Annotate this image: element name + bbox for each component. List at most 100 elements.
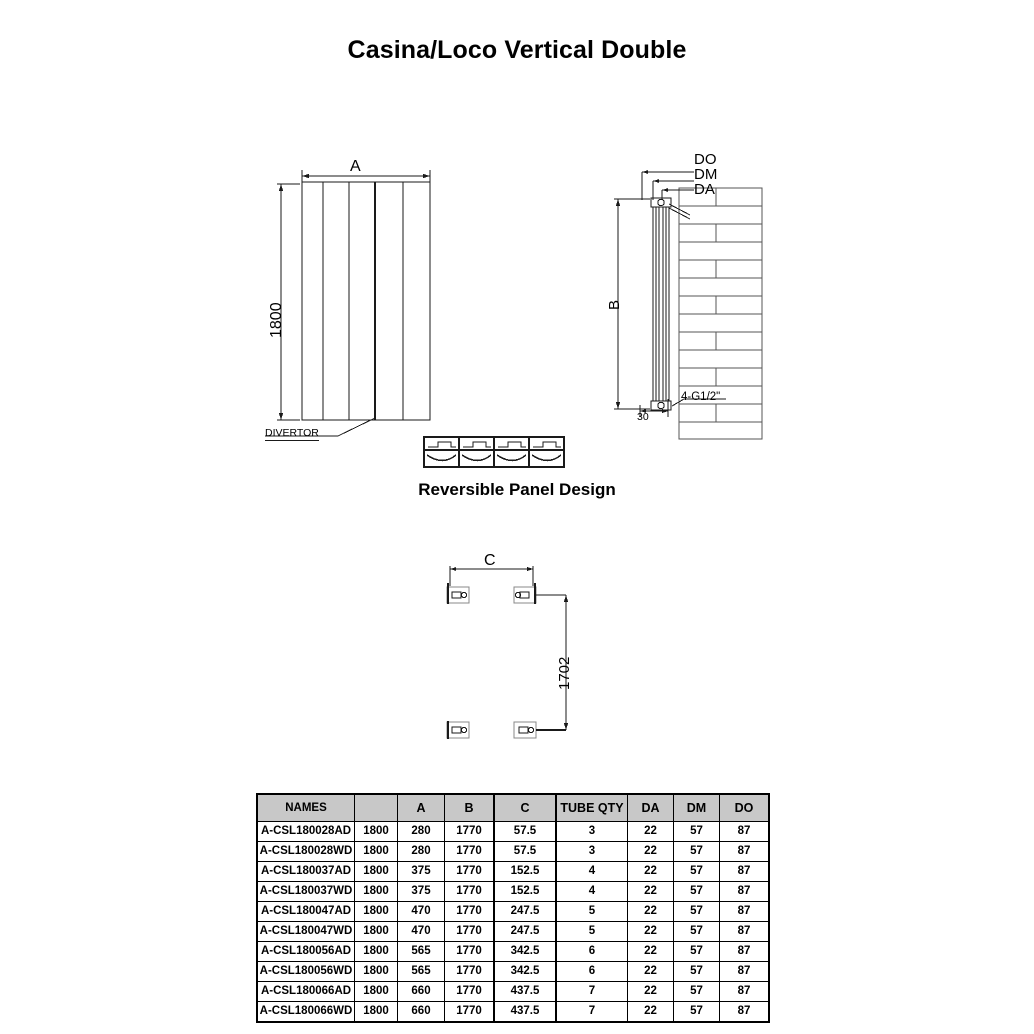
row-da: 22 — [627, 941, 674, 962]
table-header-da: DA — [627, 793, 674, 822]
row-b: 1770 — [444, 1001, 495, 1023]
row-a: 375 — [397, 881, 445, 902]
row-do: 87 — [719, 841, 770, 862]
row-b: 1770 — [444, 841, 495, 862]
row-tube-qty: 6 — [555, 961, 628, 982]
row-name: A-CSL180028AD — [256, 821, 355, 842]
row-da: 22 — [627, 921, 674, 942]
row-c: 437.5 — [493, 1001, 557, 1023]
row-b: 1770 — [444, 821, 495, 842]
row-dm: 57 — [673, 821, 720, 842]
row-tube-qty: 3 — [555, 821, 628, 842]
row-height: 1800 — [354, 901, 398, 922]
row-tube-qty: 5 — [555, 901, 628, 922]
row-tube-qty: 5 — [555, 921, 628, 942]
row-name: A-CSL180028WD — [256, 841, 355, 862]
row-name: A-CSL180066WD — [256, 1001, 355, 1023]
front-view-width-dimension — [301, 170, 431, 186]
row-name: A-CSL180037AD — [256, 861, 355, 882]
row-height: 1800 — [354, 941, 398, 962]
row-a: 375 — [397, 861, 445, 882]
row-dm: 57 — [673, 881, 720, 902]
connection-spec-label: 4-G1/2" — [681, 391, 721, 403]
reversible-panel-design-caption: Reversible Panel Design — [418, 480, 616, 499]
row-a: 660 — [397, 1001, 445, 1023]
row-c: 247.5 — [493, 921, 557, 942]
row-b: 1770 — [444, 921, 495, 942]
row-da: 22 — [627, 1001, 674, 1023]
front-view-height-label: 1800 — [268, 302, 285, 338]
row-da: 22 — [627, 861, 674, 882]
row-c: 437.5 — [493, 981, 557, 1002]
row-c: 57.5 — [493, 821, 557, 842]
table-header-do: DO — [719, 793, 770, 822]
table-header-tube-qty: TUBE QTY — [555, 793, 628, 822]
row-dm: 57 — [673, 841, 720, 862]
row-a: 565 — [397, 941, 445, 962]
row-height: 1800 — [354, 841, 398, 862]
divertor-label: DIVERTOR — [265, 427, 319, 441]
row-c: 342.5 — [493, 941, 557, 962]
row-do: 87 — [719, 861, 770, 882]
side-view-depth-dimensions — [641, 170, 694, 220]
row-b: 1770 — [444, 961, 495, 982]
row-c: 152.5 — [493, 881, 557, 902]
row-c: 57.5 — [493, 841, 557, 862]
side-view-dm-label: DM — [694, 166, 718, 183]
row-dm: 57 — [673, 1001, 720, 1023]
row-dm: 57 — [673, 981, 720, 1002]
row-name: A-CSL180047WD — [256, 921, 355, 942]
row-name: A-CSL180066AD — [256, 981, 355, 1002]
table-header-dm: DM — [673, 793, 720, 822]
table-header-blank — [354, 793, 398, 822]
row-tube-qty: 7 — [555, 981, 628, 1002]
row-dm: 57 — [673, 901, 720, 922]
row-height: 1800 — [354, 961, 398, 982]
row-dm: 57 — [673, 921, 720, 942]
row-do: 87 — [719, 881, 770, 902]
page-title: Casina/Loco Vertical Double — [347, 36, 687, 64]
row-name: A-CSL180056WD — [256, 961, 355, 982]
row-c: 247.5 — [493, 901, 557, 922]
row-height: 1800 — [354, 981, 398, 1002]
front-view-width-label: A — [350, 158, 361, 175]
row-do: 87 — [719, 821, 770, 842]
row-do: 87 — [719, 1001, 770, 1023]
row-tube-qty: 4 — [555, 881, 628, 902]
row-a: 565 — [397, 961, 445, 982]
row-dm: 57 — [673, 961, 720, 982]
row-do: 87 — [719, 981, 770, 1002]
front-view-radiator — [301, 181, 431, 421]
row-b: 1770 — [444, 881, 495, 902]
table-header-row: NAMES A B C TUBE QTY DA DM DO — [256, 793, 770, 822]
table-header-names: NAMES — [256, 793, 355, 822]
row-dm: 57 — [673, 861, 720, 882]
row-b: 1770 — [444, 901, 495, 922]
row-a: 280 — [397, 841, 445, 862]
row-do: 87 — [719, 941, 770, 962]
row-da: 22 — [627, 981, 674, 1002]
row-a: 470 — [397, 921, 445, 942]
row-da: 22 — [627, 841, 674, 862]
row-da: 22 — [627, 961, 674, 982]
table-header-b: B — [444, 793, 495, 822]
row-do: 87 — [719, 901, 770, 922]
reversible-panel-detail — [423, 436, 565, 468]
row-c: 342.5 — [493, 961, 557, 982]
row-a: 660 — [397, 981, 445, 1002]
specification-table: NAMES A B C TUBE QTY DA DM DO A-CSL18002… — [256, 793, 770, 1023]
row-height: 1800 — [354, 1001, 398, 1023]
row-height: 1800 — [354, 881, 398, 902]
side-view-depth-label: 30 — [637, 411, 649, 423]
row-a: 280 — [397, 821, 445, 842]
